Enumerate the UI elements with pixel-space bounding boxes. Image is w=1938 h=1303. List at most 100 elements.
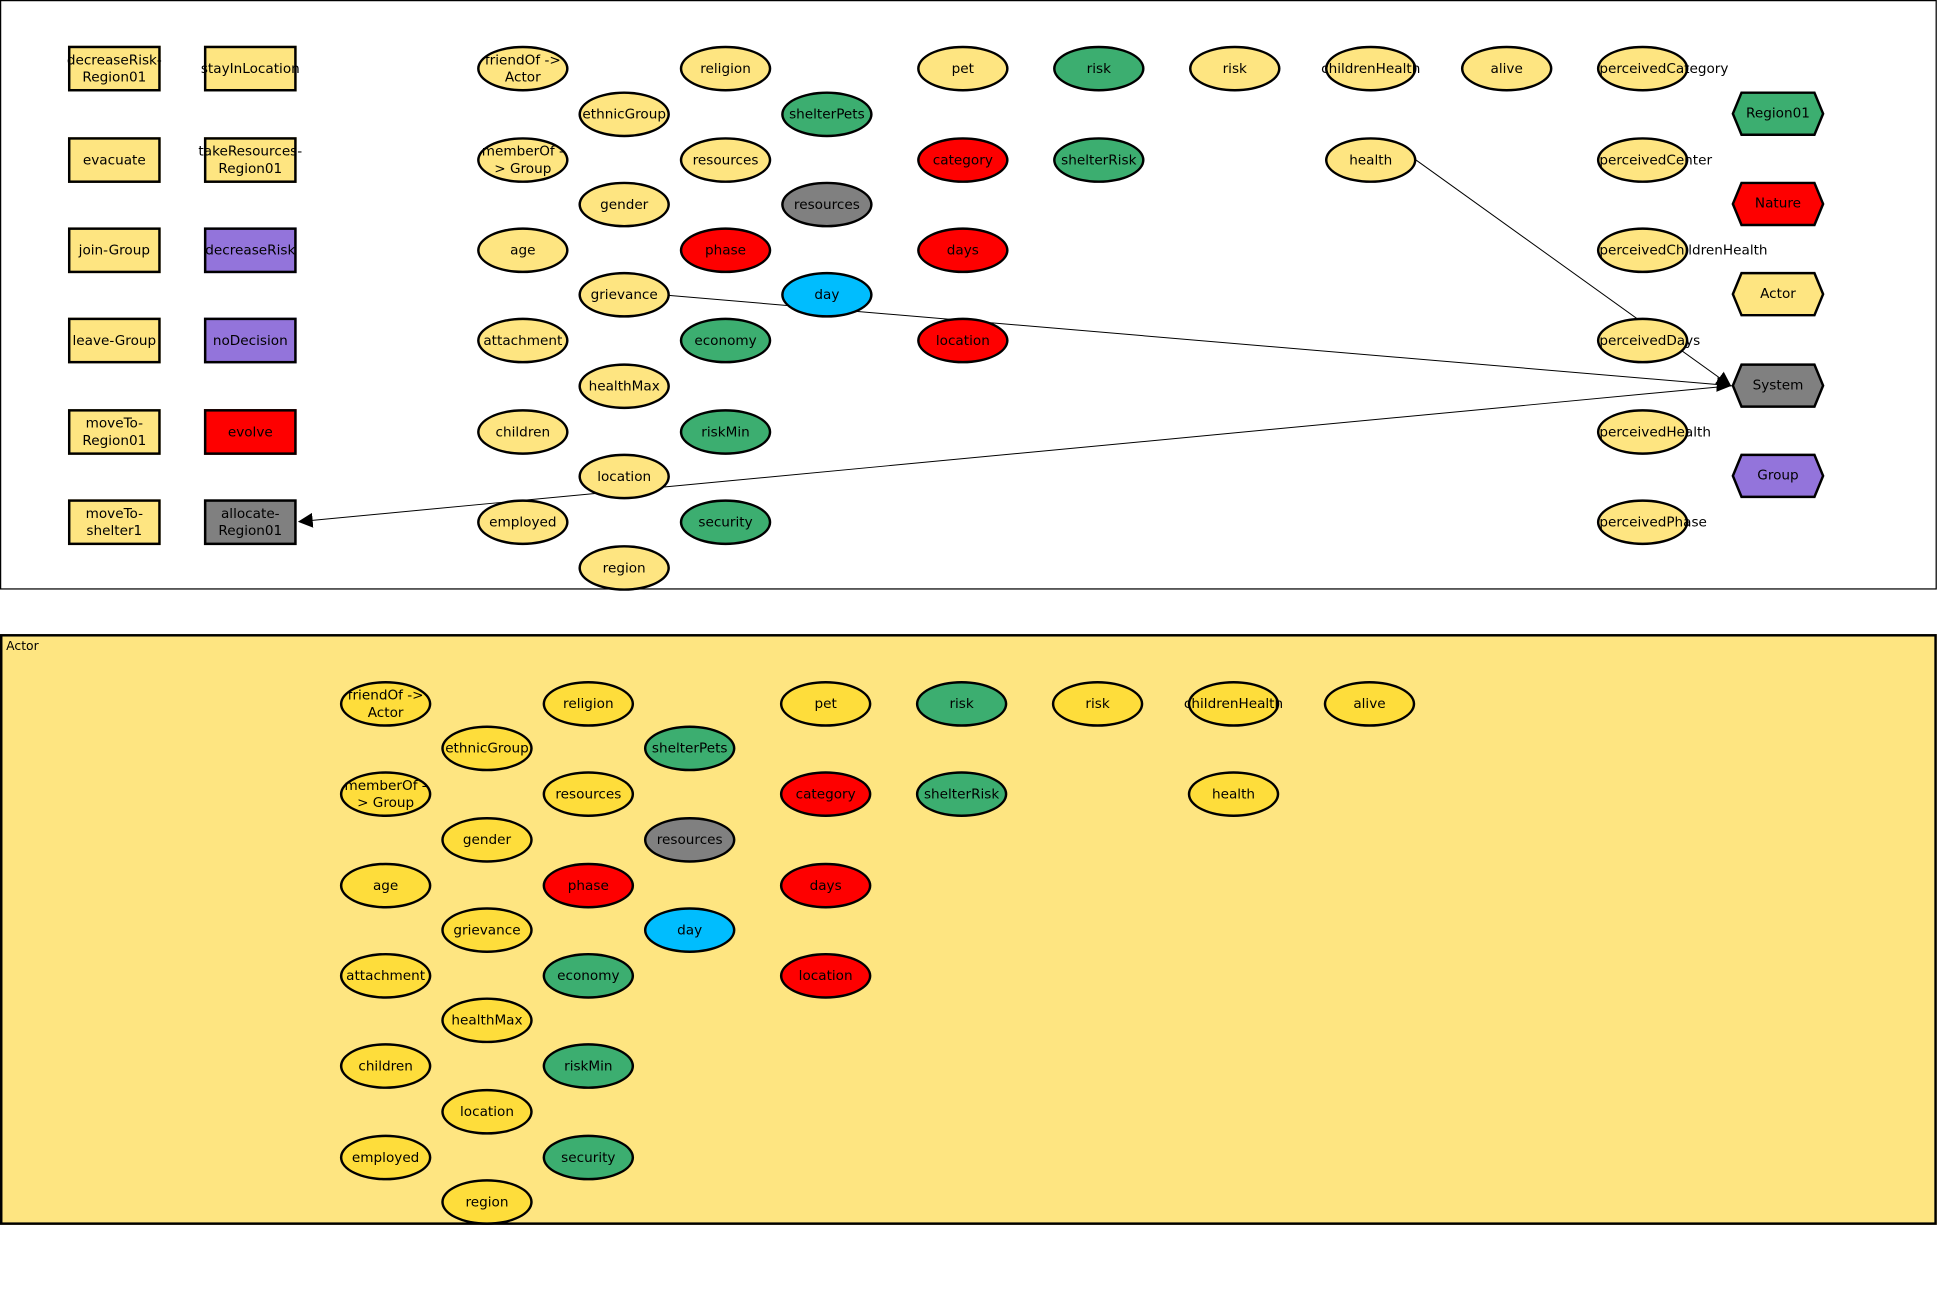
state-node[interactable]: health — [1324, 137, 1417, 183]
state-node[interactable]: age — [477, 227, 569, 274]
actor-state-node[interactable]: grievance — [441, 907, 533, 953]
action-node[interactable]: decreaseRisk — [203, 227, 297, 274]
perceived-label: perceivedCategory — [1599, 59, 1729, 77]
actor-state-node[interactable]: shelterPets — [643, 725, 736, 772]
hexagon-shape — [1731, 363, 1825, 408]
actor-state-node[interactable]: security — [542, 1134, 635, 1181]
state-node[interactable]: days — [917, 227, 1009, 274]
actor-state-node[interactable]: day — [643, 907, 736, 953]
action-node[interactable]: noDecision — [203, 317, 297, 364]
action-node[interactable]: decreaseRisk-Region01 — [67, 45, 162, 92]
actor-state-node[interactable]: attachment — [339, 952, 432, 999]
action-node[interactable]: moveTo-Region01 — [67, 409, 161, 455]
actor-state-node[interactable]: gender — [441, 816, 533, 863]
actor-state-node[interactable]: religion — [542, 681, 635, 727]
state-label: age — [372, 876, 399, 894]
state-label: risk — [949, 695, 974, 712]
actor-state-node[interactable]: resources — [643, 816, 736, 863]
actor-state-node[interactable]: healthMax — [441, 997, 533, 1044]
state-node[interactable]: location — [917, 317, 1009, 364]
actor-state-node[interactable]: days — [779, 862, 872, 909]
perceived-node[interactable]: perceivedCenter — [1596, 137, 1712, 183]
actor-state-node[interactable]: friendOf -> Actor — [339, 681, 432, 727]
action-node[interactable]: leave-Group — [67, 317, 161, 364]
state-label: grievance — [453, 921, 521, 938]
actor-state-node[interactable]: economy — [542, 952, 635, 999]
action-node[interactable]: takeResources-Region01 — [198, 137, 302, 183]
agent-system[interactable]: System — [1731, 363, 1825, 408]
action-node[interactable]: moveTo-shelter1 — [67, 499, 161, 546]
state-node[interactable]: memberOf -> Group — [477, 137, 569, 183]
state-label: employed — [351, 1148, 420, 1165]
state-node[interactable]: riskMin — [679, 409, 772, 455]
state-label: religion — [700, 59, 751, 77]
actor-state-node[interactable]: children — [339, 1043, 432, 1089]
actor-state-node[interactable]: childrenHealth — [1184, 681, 1283, 727]
state-label: childrenHealth — [1321, 59, 1421, 77]
state-node[interactable]: region — [578, 545, 670, 591]
state-label: risk — [1222, 59, 1247, 77]
perceived-node[interactable]: perceivedDays — [1596, 317, 1700, 364]
actor-state-node[interactable]: memberOf -> Group — [339, 771, 432, 817]
action-label: moveTo-shelter1 — [85, 504, 144, 539]
state-node[interactable]: pet — [917, 45, 1009, 92]
actor-state-node[interactable]: risk — [1051, 681, 1144, 727]
state-node[interactable]: resources — [679, 137, 772, 183]
action-node[interactable]: evacuate — [67, 137, 161, 183]
state-node[interactable]: healthMax — [578, 363, 670, 410]
perceived-node[interactable]: perceivedChildrenHealth — [1596, 227, 1768, 274]
state-node[interactable]: religion — [679, 45, 772, 92]
state-label: risk — [1086, 59, 1111, 77]
action-label: stayInLocation — [200, 59, 300, 77]
actor-state-node[interactable]: category — [779, 771, 872, 817]
state-node[interactable]: alive — [1460, 45, 1553, 92]
actor-state-node[interactable]: riskMin — [542, 1043, 635, 1089]
state-node[interactable]: risk — [1189, 45, 1281, 92]
state-node[interactable]: shelterPets — [781, 91, 873, 138]
perceived-node[interactable]: perceivedHealth — [1596, 409, 1711, 455]
action-node[interactable]: evolve — [203, 409, 297, 455]
state-node[interactable]: category — [917, 137, 1009, 183]
actor-state-node[interactable]: risk — [915, 681, 1008, 727]
state-label: phase — [567, 876, 609, 894]
actor-state-node[interactable]: alive — [1323, 681, 1416, 727]
agent-nature[interactable]: Nature — [1731, 181, 1825, 227]
state-node[interactable]: grievance — [578, 271, 670, 318]
state-node[interactable]: risk — [1053, 45, 1145, 92]
action-node[interactable]: stayInLocation — [200, 45, 300, 92]
state-node[interactable]: day — [781, 271, 873, 318]
actor-state-node[interactable]: location — [779, 952, 872, 999]
state-node[interactable]: children — [477, 409, 569, 455]
state-node[interactable]: phase — [679, 227, 772, 274]
actor-state-node[interactable]: health — [1187, 771, 1280, 817]
state-node[interactable]: friendOf -> Actor — [477, 45, 569, 92]
actor-state-node[interactable]: location — [441, 1088, 533, 1135]
action-node[interactable]: join-Group — [67, 227, 161, 274]
state-node[interactable]: location — [578, 453, 670, 500]
agent-region01[interactable]: Region01 — [1731, 91, 1825, 136]
state-node[interactable]: economy — [679, 317, 772, 364]
actor-state-node[interactable]: shelterRisk — [915, 771, 1008, 817]
perceived-node[interactable]: perceivedCategory — [1596, 45, 1728, 92]
agent-group[interactable]: Group — [1731, 453, 1825, 499]
state-node[interactable]: gender — [578, 181, 670, 228]
state-node[interactable]: resources — [781, 181, 873, 228]
state-node[interactable]: security — [679, 499, 772, 546]
actor-state-node[interactable]: ethnicGroup — [441, 725, 533, 772]
state-node[interactable]: employed — [477, 499, 569, 546]
state-node[interactable]: childrenHealth — [1321, 45, 1420, 92]
actor-state-node[interactable]: region — [441, 1179, 533, 1225]
state-node[interactable]: ethnicGroup — [578, 91, 670, 138]
state-node[interactable]: shelterRisk — [1053, 137, 1145, 183]
state-label: pet — [951, 59, 975, 77]
actor-state-node[interactable]: age — [339, 862, 432, 909]
actor-state-node[interactable]: resources — [542, 771, 635, 817]
actor-state-node[interactable]: pet — [779, 681, 872, 727]
action-node[interactable]: allocate-Region01 — [203, 499, 297, 546]
state-node[interactable]: attachment — [477, 317, 569, 364]
state-label: health — [1349, 151, 1393, 168]
agent-actor[interactable]: Actor — [1731, 271, 1825, 317]
actor-state-node[interactable]: employed — [339, 1134, 432, 1181]
actor-state-node[interactable]: phase — [542, 862, 635, 909]
perceived-node[interactable]: perceivedPhase — [1596, 499, 1707, 546]
